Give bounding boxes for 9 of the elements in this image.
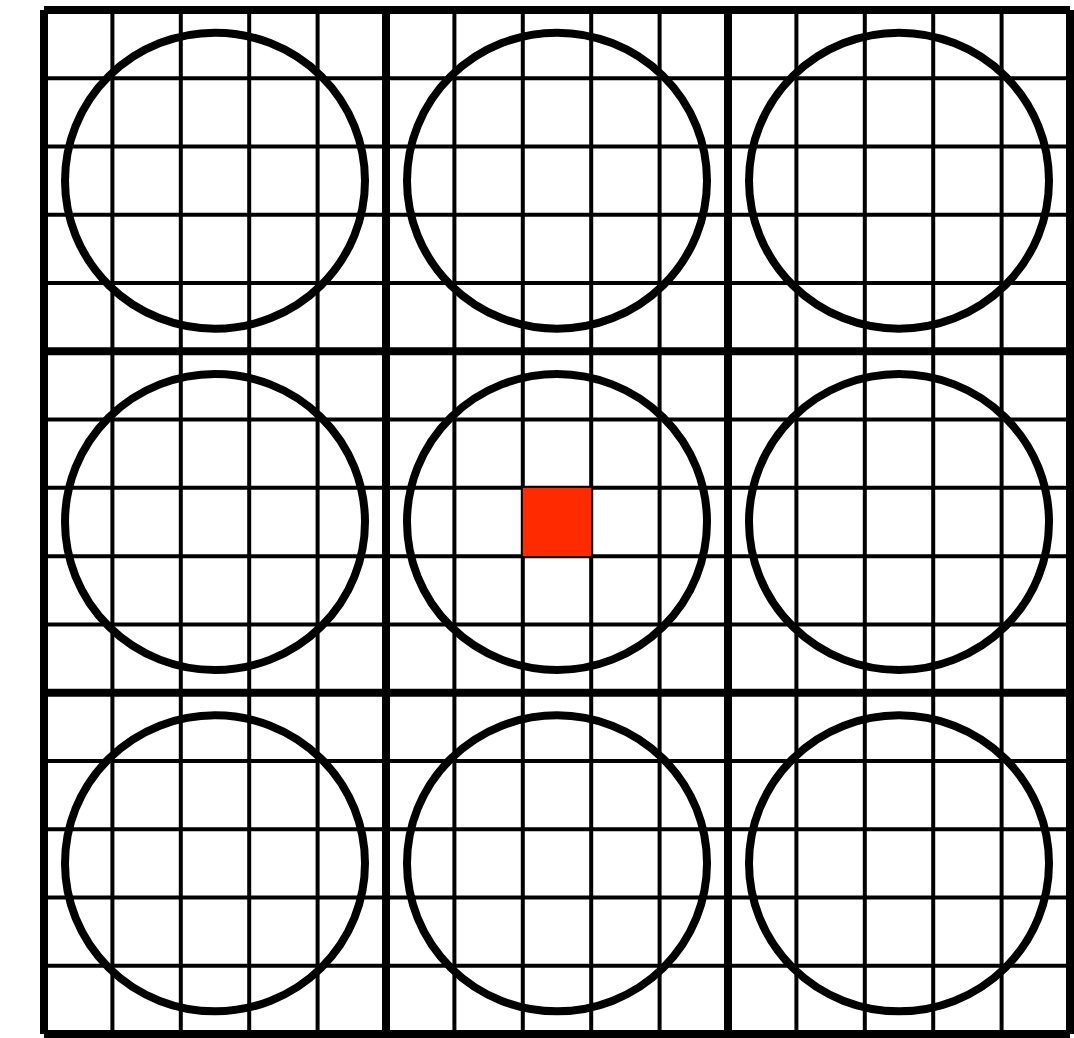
circle (61, 711, 369, 1016)
circle (403, 370, 711, 674)
circle (745, 370, 1053, 674)
circle (745, 711, 1053, 1016)
circle (403, 28, 711, 333)
circle (61, 28, 369, 333)
circle (745, 28, 1053, 333)
circle (403, 711, 711, 1016)
circle (61, 370, 369, 674)
